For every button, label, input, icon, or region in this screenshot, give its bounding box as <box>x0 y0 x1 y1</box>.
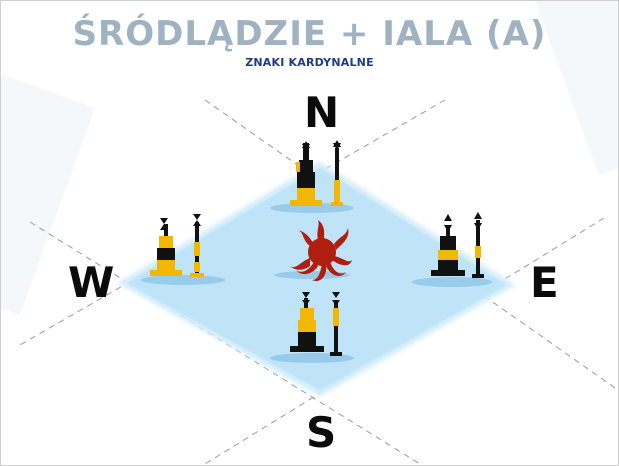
north-cardinal-buoy-icon <box>290 141 322 206</box>
page-title: ŚRÓDLĄDZIE + IALA (A) <box>72 14 547 54</box>
east-cardinal-buoy-icon <box>431 214 465 276</box>
south-cardinal-buoy-icon <box>290 292 324 352</box>
west-cardinal-buoy-icon <box>150 218 182 276</box>
east-cardinal-spar-icon <box>472 212 484 278</box>
direction-label-south: S <box>306 408 337 457</box>
dashed-line <box>204 99 619 391</box>
west-cardinal-spar-icon <box>190 214 204 277</box>
direction-label-east: E <box>530 258 559 307</box>
direction-label-north: N <box>304 88 340 137</box>
direction-label-west: W <box>68 258 115 307</box>
north-cardinal-spar-icon <box>331 140 343 206</box>
octopus-icon <box>290 220 352 282</box>
page-subtitle: ZNAKI KARDYNALNE <box>245 56 374 69</box>
south-cardinal-spar-icon <box>330 292 342 356</box>
